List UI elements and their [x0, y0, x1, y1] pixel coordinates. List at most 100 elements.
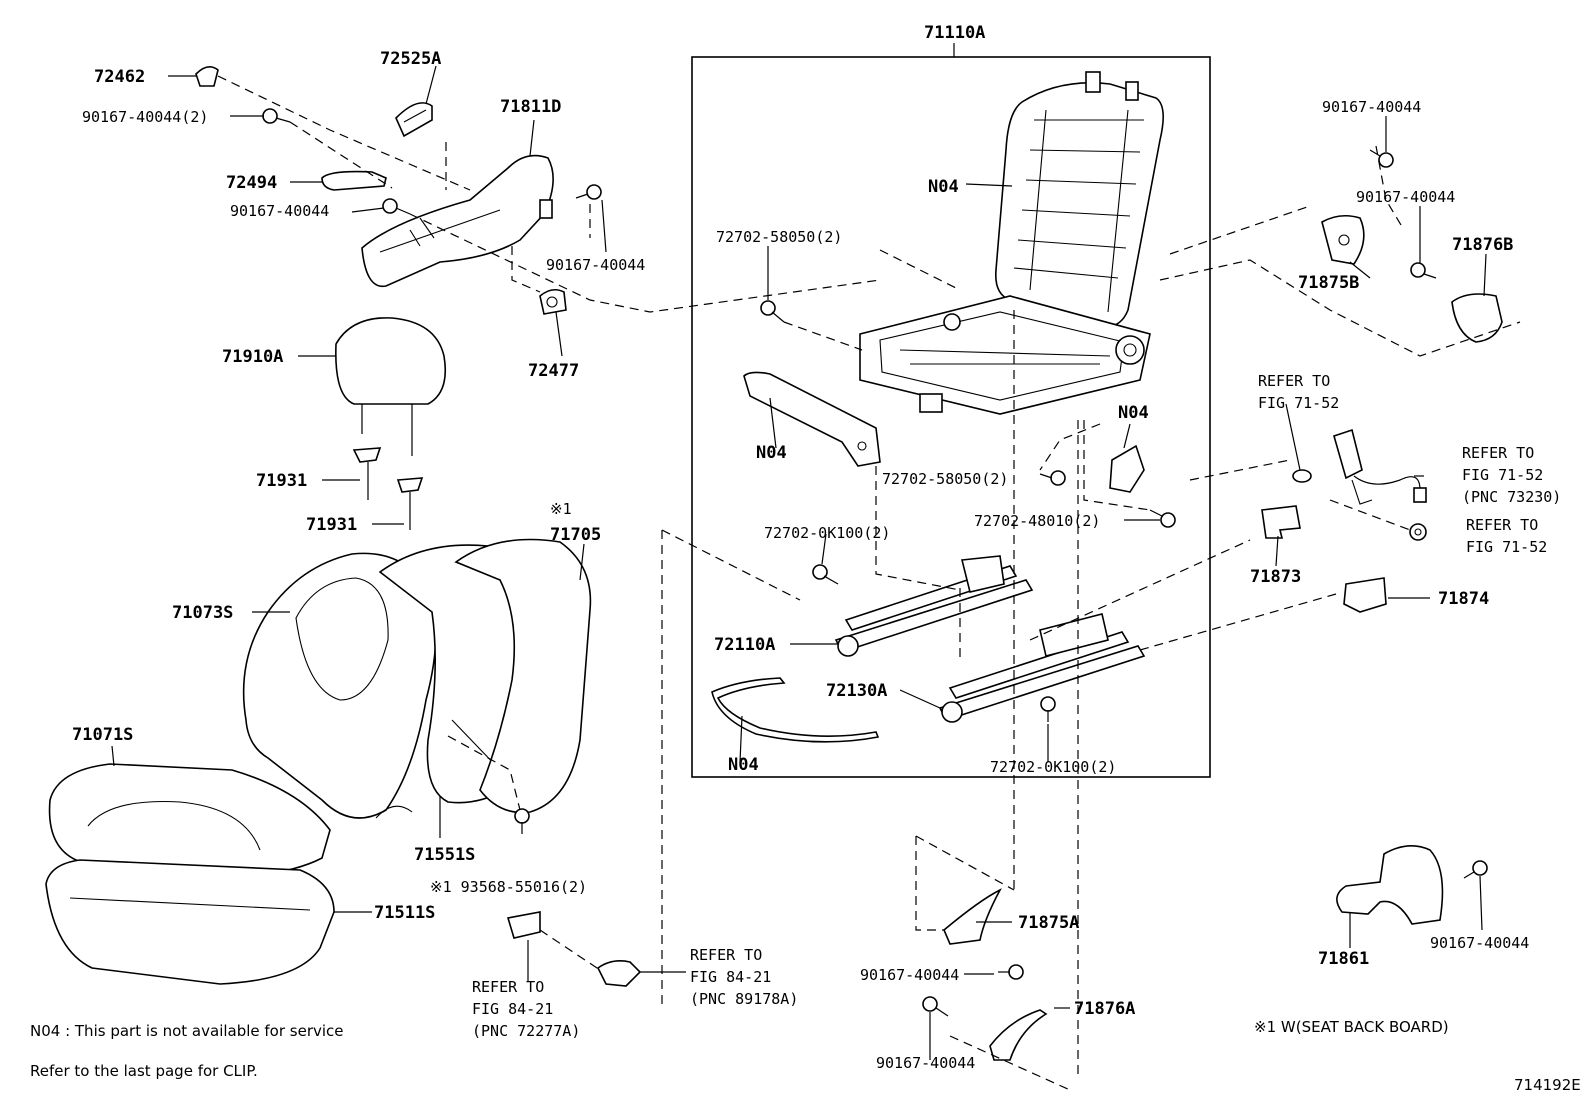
- label-71875B: 71875B: [1298, 273, 1359, 293]
- ref-fig7152-pnc-line1: REFER TO: [1462, 444, 1534, 462]
- headrest-support-71931-a[interactable]: [352, 447, 382, 500]
- label-71910A: 71910A: [222, 347, 283, 367]
- headrest-support-71931-b[interactable]: [396, 477, 424, 530]
- screw-90167-40044-2[interactable]: [262, 108, 291, 124]
- seat-belt-buckle[interactable]: [1333, 428, 1427, 505]
- label-72494: 72494: [226, 173, 277, 193]
- label-72525A: 72525A: [380, 49, 441, 69]
- label-72702-0k100-bot: 72702-0K100(2): [990, 758, 1116, 776]
- bolt-72702-48010[interactable]: [1149, 509, 1176, 528]
- ref-fig8421-b-line1: REFER TO: [472, 978, 544, 996]
- cover-71861[interactable]: [1336, 845, 1444, 925]
- label-71931-a: 71931: [256, 471, 307, 491]
- footnotes: N04 : This part is not available for ser…: [30, 1018, 1581, 1094]
- bracket-71874[interactable]: [1343, 577, 1387, 613]
- screw-90167-40044-r1[interactable]: [1369, 149, 1394, 168]
- bracket-71875A[interactable]: [943, 888, 1002, 945]
- seat-adjuster-outer[interactable]: [938, 613, 1146, 723]
- label-90167-40044-c: 90167-40044: [860, 966, 959, 984]
- lever-72494[interactable]: [321, 170, 387, 191]
- part-labels: 71110A 72462 90167-40044(2) 72525A 71811…: [72, 23, 1529, 1072]
- knob-72462[interactable]: [195, 66, 219, 87]
- leader-lines: [111, 65, 1487, 1060]
- screw-90167-40044-e[interactable]: [1463, 860, 1488, 879]
- seat-adjuster-inner[interactable]: [834, 555, 1034, 657]
- screw-90167-40044-r2[interactable]: [1410, 262, 1437, 279]
- ref-fig8421-a-line1: REFER TO: [690, 946, 762, 964]
- bolt-72702-58050-top[interactable]: [760, 300, 785, 323]
- bracket-71873[interactable]: [1261, 505, 1301, 539]
- label-71931-b: 71931: [306, 515, 357, 535]
- ref-fig7152-pnc-line2: FIG 71-52: [1462, 466, 1543, 484]
- label-71110A: 71110A: [924, 23, 985, 43]
- screw-90167-40044-d[interactable]: [922, 996, 949, 1017]
- label-71073S: 71073S: [172, 603, 233, 623]
- nut[interactable]: [1409, 523, 1427, 541]
- label-71876B: 71876B: [1452, 235, 1513, 255]
- headrest-71910A[interactable]: [335, 317, 447, 456]
- label-90167-40044-d: 90167-40044: [876, 1054, 975, 1072]
- ref-fig8421-b-line3: (PNC 72277A): [472, 1022, 580, 1040]
- label-n04-wire: N04: [728, 755, 759, 775]
- label-71705-mark: ※1: [550, 500, 572, 518]
- label-72477: 72477: [528, 361, 579, 381]
- bolt-72702-58050-mid[interactable]: [1039, 470, 1066, 486]
- reference-notes: REFER TO FIG 71-52 REFER TO FIG 71-52 (P…: [472, 372, 1561, 1040]
- side-rail-n04[interactable]: [743, 371, 881, 467]
- connector-89178A[interactable]: [596, 960, 642, 987]
- label-71861: 71861: [1318, 949, 1369, 969]
- bolt-72702-0k100-top[interactable]: [812, 564, 839, 585]
- label-n04-back: N04: [928, 177, 959, 197]
- label-71511S: 71511S: [374, 903, 435, 923]
- seat-back-frame[interactable]: [994, 71, 1164, 328]
- dashed-guides: [217, 75, 1521, 1091]
- figure-id: 714192E: [1514, 1076, 1581, 1094]
- seatback-board-71705[interactable]: [454, 538, 592, 814]
- ref-fig7152-bot-line1: REFER TO: [1466, 516, 1538, 534]
- clip-72277A[interactable]: [506, 911, 541, 939]
- label-90167-40044-2: 90167-40044(2): [82, 108, 208, 126]
- cover-72477[interactable]: [539, 288, 567, 315]
- cover-72525A[interactable]: [395, 102, 433, 138]
- bracket-71876A[interactable]: [989, 1009, 1048, 1061]
- ref-fig7152-top-line1: REFER TO: [1258, 372, 1330, 390]
- label-72130A: 72130A: [826, 681, 887, 701]
- ref-fig8421-b-line2: FIG 84-21: [472, 1000, 553, 1018]
- screw-90167-40044-b[interactable]: [575, 184, 602, 200]
- note-clip: Refer to the last page for CLIP.: [30, 1062, 258, 1080]
- note-seatback-board: ※1 W(SEAT BACK BOARD): [1254, 1018, 1449, 1036]
- ref-fig7152-pnc-line3: (PNC 73230): [1462, 488, 1561, 506]
- clip-93568-55016[interactable]: [514, 808, 530, 834]
- label-71873: 71873: [1250, 567, 1301, 587]
- screw-90167-40044-c[interactable]: [998, 964, 1024, 980]
- label-72702-58050-mid: 72702-58050(2): [882, 470, 1008, 488]
- ref-fig7152-bot-line2: FIG 71-52: [1466, 538, 1547, 556]
- label-90167-40044-r2: 90167-40044: [1356, 188, 1455, 206]
- seat-cushion-frame[interactable]: [859, 295, 1151, 415]
- wire-n04[interactable]: [711, 677, 880, 743]
- label-72702-58050-top: 72702-58050(2): [716, 228, 842, 246]
- label-71875A: 71875A: [1018, 913, 1079, 933]
- label-71876A: 71876A: [1074, 999, 1135, 1019]
- bracket-71875B[interactable]: [1321, 214, 1365, 265]
- label-71705: 71705: [550, 525, 601, 545]
- ref-fig7152-top-line2: FIG 71-52: [1258, 394, 1339, 412]
- label-n04-bracket: N04: [1118, 403, 1149, 423]
- label-n04-rail: N04: [756, 443, 787, 463]
- bracket-71876B[interactable]: [1451, 293, 1503, 343]
- label-90167-40044-b: 90167-40044: [546, 256, 645, 274]
- seat-cushion-cover-71071S[interactable]: [48, 763, 331, 881]
- label-93568-55016-2: ※1 93568-55016(2): [430, 878, 587, 896]
- seat-cushion-pad-71511S[interactable]: [45, 859, 335, 985]
- note-n04: N04 : This part is not available for ser…: [30, 1022, 344, 1040]
- bolt-72702-0k100-bot[interactable]: [1040, 696, 1056, 722]
- label-72110A: 72110A: [714, 635, 775, 655]
- seat-frame-assembly-box: [691, 43, 1211, 778]
- bracket-n04-right[interactable]: [1109, 444, 1145, 493]
- label-90167-40044-r1: 90167-40044: [1322, 98, 1421, 116]
- washer[interactable]: [1292, 469, 1312, 483]
- label-71551S: 71551S: [414, 845, 475, 865]
- shield-71811D[interactable]: [361, 154, 554, 288]
- screw-90167-40044-a[interactable]: [382, 198, 411, 215]
